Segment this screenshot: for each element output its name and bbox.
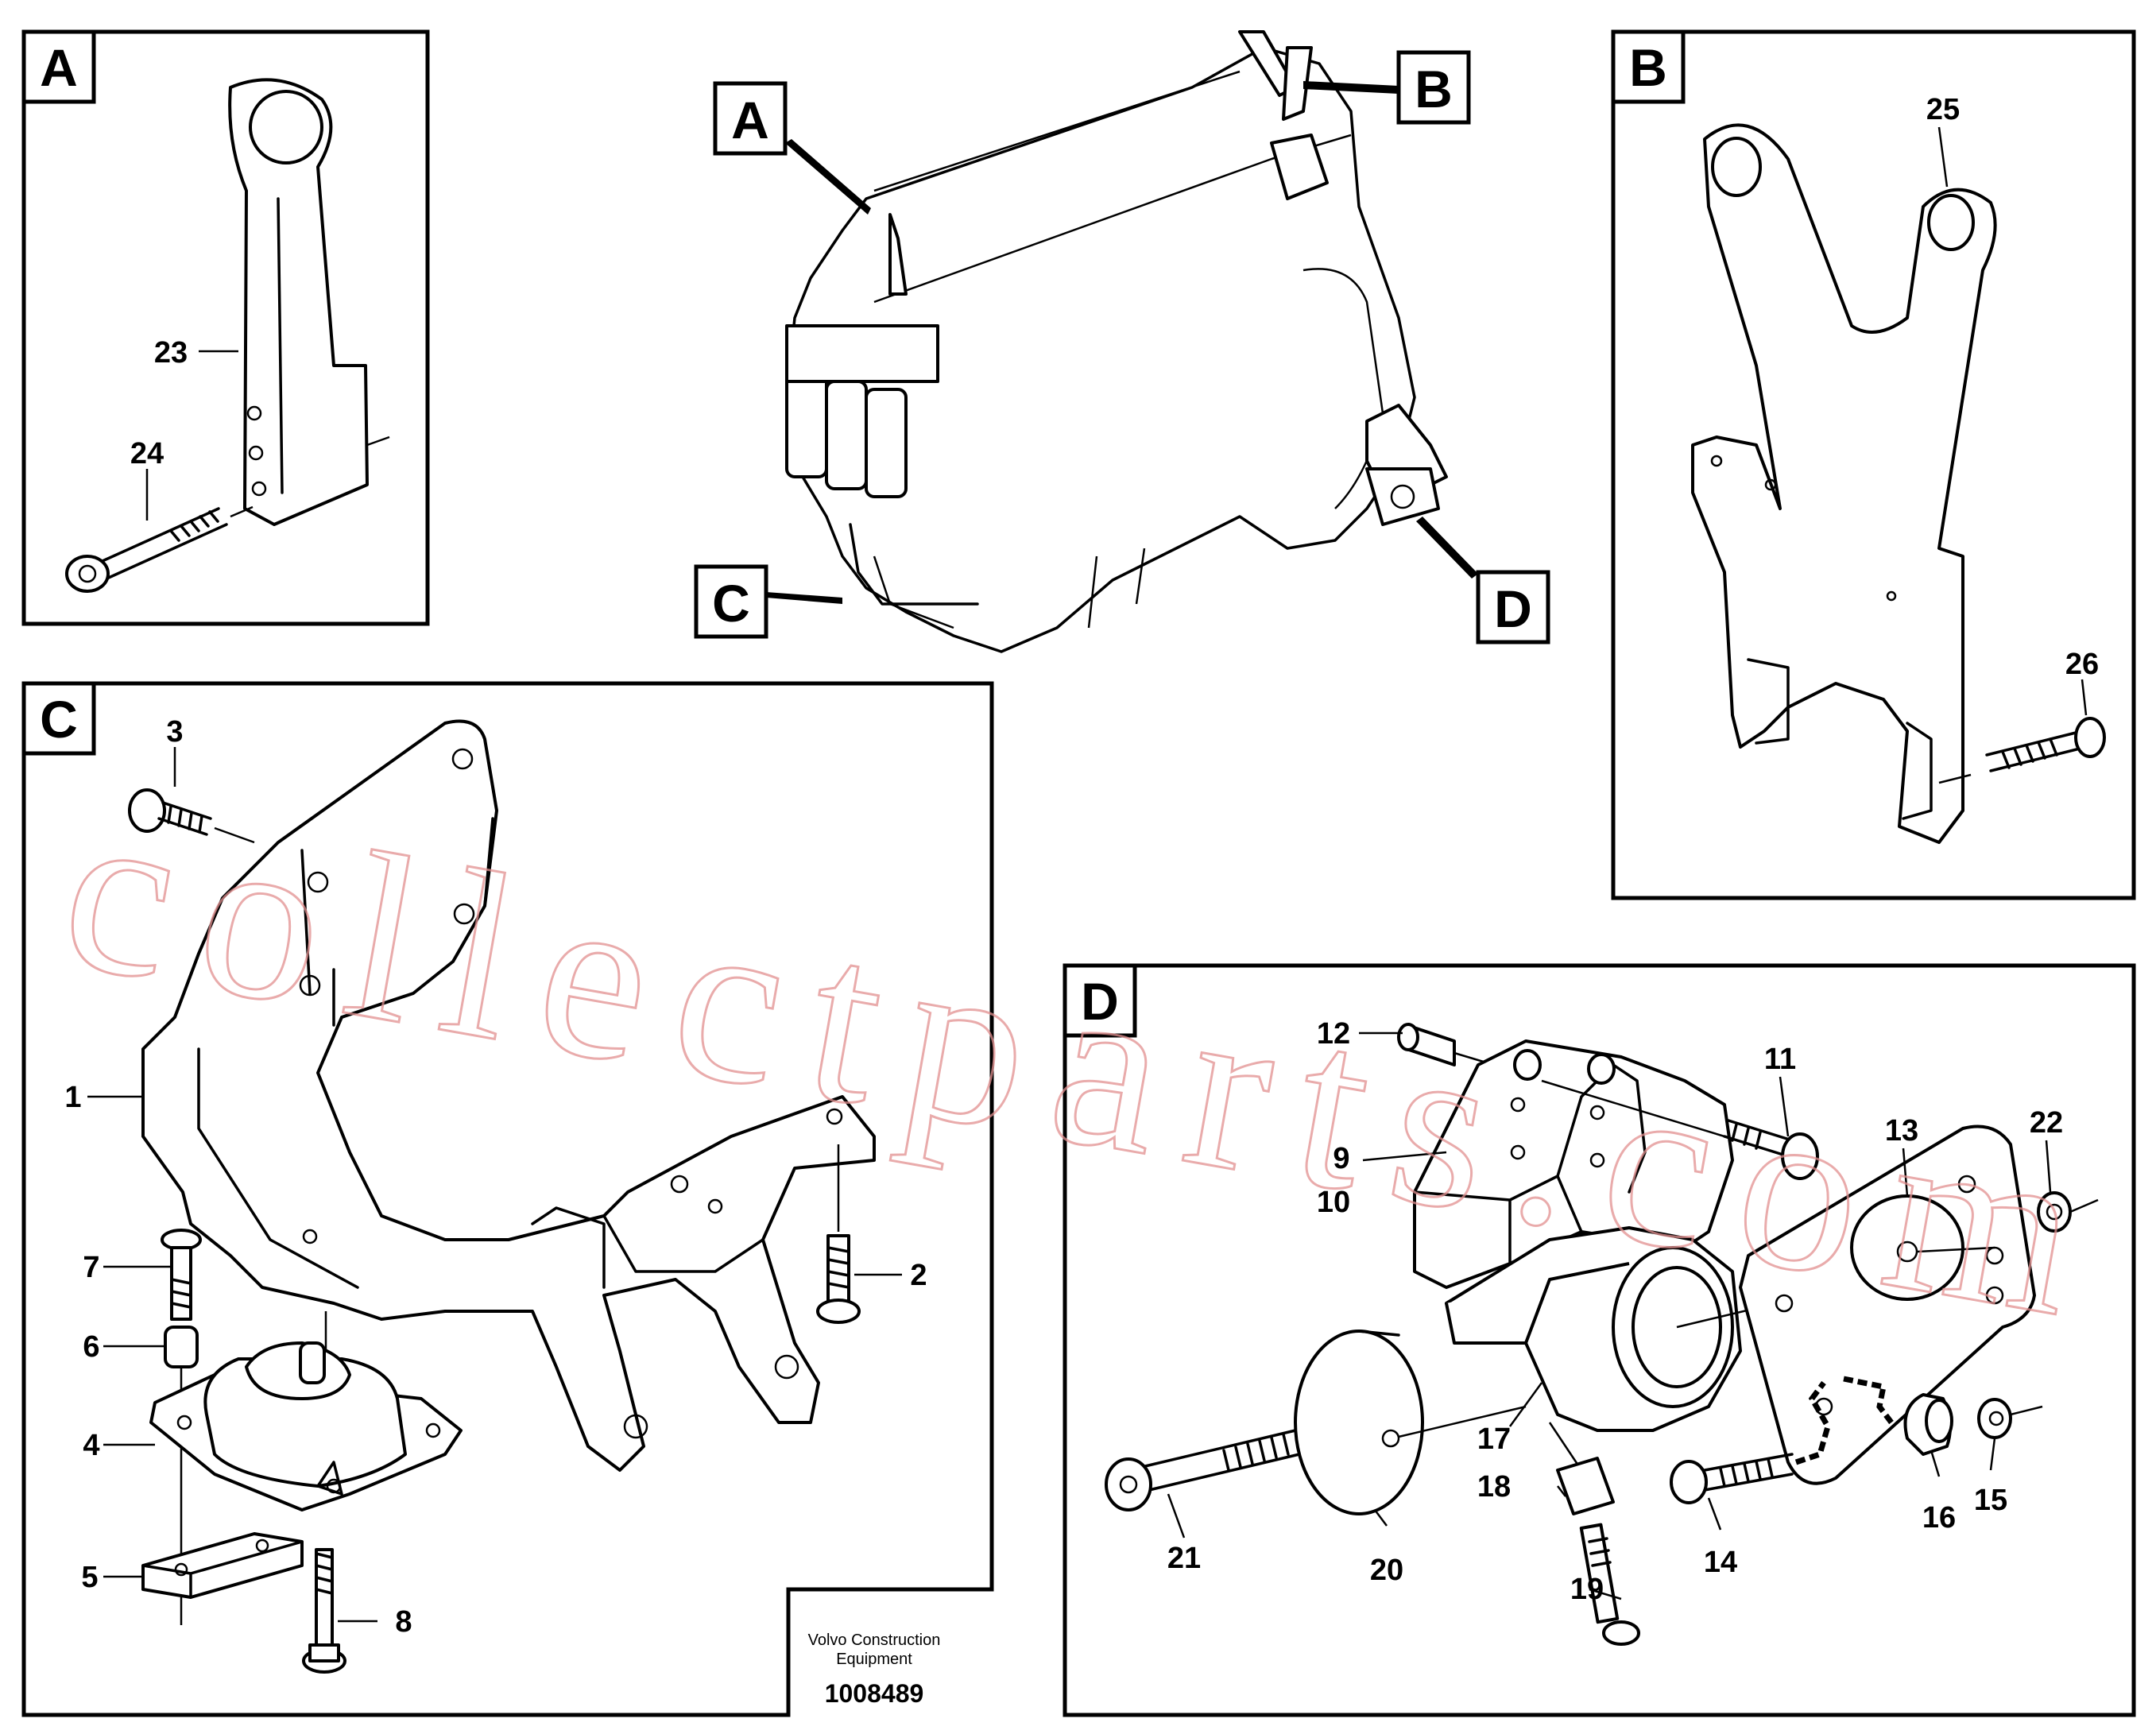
panel-a: A 23 24	[21, 29, 430, 626]
bolt-26	[1938, 717, 2106, 784]
panel-c: C	[21, 681, 994, 1717]
panel-d: D	[1063, 963, 2136, 1717]
engine-bracket-1	[141, 719, 876, 1472]
overview-tag-d: D	[1494, 579, 1532, 638]
label-8: 8	[395, 1605, 412, 1639]
label-5: 5	[81, 1561, 98, 1594]
panel-c-tag: C	[40, 690, 78, 749]
panel-b-tag: B	[1629, 38, 1667, 97]
label-3: 3	[166, 715, 183, 749]
mount-housing-17	[1445, 1226, 1844, 1432]
engine-mount-4	[149, 1311, 463, 1511]
bolt-8	[302, 1548, 346, 1674]
label-14: 14	[1704, 1546, 1737, 1579]
label-17: 17	[1477, 1422, 1511, 1456]
bolt-11	[1541, 1079, 1819, 1180]
footer-number: 1008489	[825, 1679, 924, 1708]
bolt-2	[816, 1144, 861, 1324]
label-18: 18	[1477, 1470, 1511, 1504]
bolt-3	[128, 788, 255, 844]
label-4: 4	[83, 1429, 99, 1462]
washer-20	[1294, 1330, 1527, 1515]
label-16: 16	[1922, 1501, 1956, 1535]
label-9: 9	[1333, 1142, 1349, 1175]
footer-line2: Equipment	[836, 1651, 912, 1668]
label-1: 1	[64, 1081, 81, 1114]
label-19: 19	[1570, 1573, 1604, 1606]
washer-16	[1903, 1393, 1953, 1456]
label-23: 23	[154, 336, 188, 370]
label-12: 12	[1317, 1017, 1350, 1051]
label-25: 25	[1926, 93, 1960, 126]
footer-line1: Volvo Construction	[808, 1631, 941, 1649]
label-22: 22	[2030, 1106, 2063, 1140]
overview-tag-c: C	[712, 574, 750, 633]
bolt-19	[1579, 1523, 1640, 1646]
panel-b: B 25 26	[1611, 29, 2136, 900]
label-13: 13	[1885, 1114, 1918, 1148]
bolt-14	[1670, 1376, 1894, 1504]
plate-5	[141, 1532, 304, 1625]
bolt-7	[161, 1229, 202, 1321]
label-21: 21	[1167, 1542, 1201, 1575]
label-7: 7	[83, 1251, 99, 1284]
lifting-eye-23	[228, 78, 390, 526]
bracket-9	[1413, 1039, 1734, 1289]
spacer-18	[1548, 1422, 1615, 1515]
lifting-bracket-25	[1691, 123, 1997, 844]
label-24: 24	[130, 437, 164, 470]
label-15: 15	[1974, 1484, 2007, 1517]
label-2: 2	[910, 1259, 927, 1292]
label-11: 11	[1764, 1043, 1796, 1076]
panel-d-tag: D	[1081, 972, 1119, 1031]
panel-a-tag: A	[40, 38, 78, 97]
engine-overview: A B C D	[694, 30, 1550, 653]
overview-tag-b: B	[1415, 60, 1453, 118]
bolt-21	[1105, 1429, 1301, 1511]
nut-15	[1977, 1398, 2043, 1439]
label-10: 10	[1317, 1186, 1350, 1219]
bolt-24	[65, 505, 254, 593]
label-20: 20	[1370, 1554, 1403, 1587]
label-26: 26	[2065, 648, 2099, 681]
nut-22	[2037, 1191, 2099, 1233]
label-6: 6	[83, 1330, 99, 1364]
overview-tag-a: A	[731, 91, 769, 149]
spacer-6	[164, 1326, 199, 1368]
